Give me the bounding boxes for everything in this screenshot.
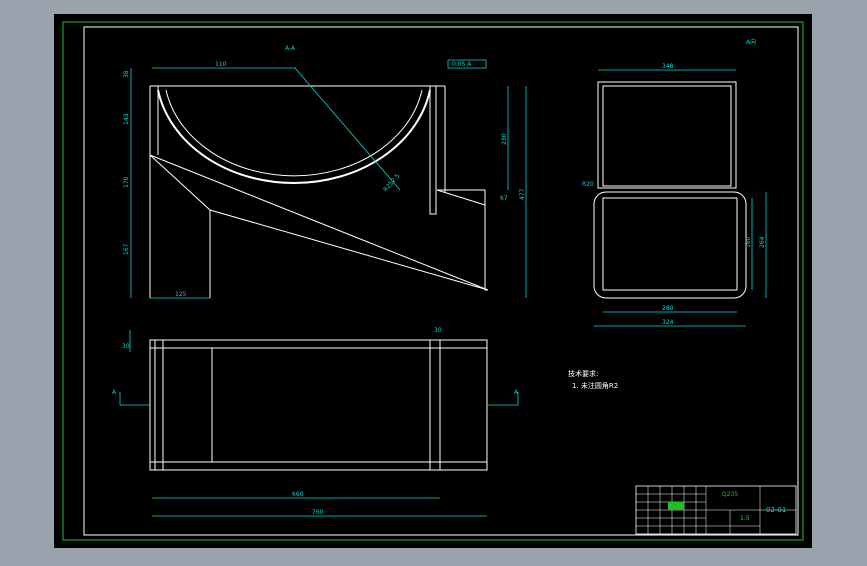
dim-side-top-width: 348 [662,63,674,70]
dim-side-inner-width: 280 [662,305,674,312]
dim-inner-length: 660 [292,491,304,498]
outer-border [62,21,804,541]
dim-small-right: 30 [434,327,442,334]
dim-right-height2: 477 [519,188,526,200]
dim-mid-height1: 143 [123,113,130,125]
drawing-sheet [54,14,812,548]
dim-right-small: 67 [500,195,508,202]
title-scale: 1:5 [740,515,750,522]
notes-heading: 技术要求: [568,369,598,378]
dim-top-height: 38 [123,70,130,78]
notes-line1: 1. 未注圆角R2 [572,381,618,390]
section-mark: A-A [285,45,296,52]
title-block: Q235 1:5 02-01 [635,485,797,535]
dim-side-outer-width: 324 [662,319,674,326]
view-label: A向 [746,38,756,46]
dim-side-height1: 160 [745,236,752,248]
dim-corner: R20 [582,181,594,188]
side-view-dim-labels: 348 280 324 160 264 R20 A向 [582,38,766,326]
section-mark-right: A [514,389,519,396]
technical-notes: 技术要求: 1. 未注圆角R2 [568,369,618,390]
side-view [593,81,747,299]
dim-mid-height2: 170 [123,176,130,188]
dim-small-left: 30 [122,343,130,350]
dim-top-width: 110 [215,61,227,68]
inner-border [83,26,799,536]
dim-total-length: 760 [312,509,324,516]
title-drawing-no: 02-01 [766,506,786,514]
dim-lower-height: 167 [123,243,130,255]
plan-view-dimensions [119,330,519,517]
plan-view-dim-labels: 660 760 30 30 A A [112,327,519,516]
dim-side-height2: 264 [759,236,766,248]
title-material: Q235 [722,491,738,498]
front-view-dimensions [130,59,527,299]
front-view [149,85,489,298]
tolerance-frame: 0.05 A [452,61,472,68]
dim-right-height1: 230 [501,133,508,145]
section-mark-left: A [112,389,117,396]
dim-bottom-offset: 125 [175,291,187,298]
side-view-dimensions [594,69,767,327]
